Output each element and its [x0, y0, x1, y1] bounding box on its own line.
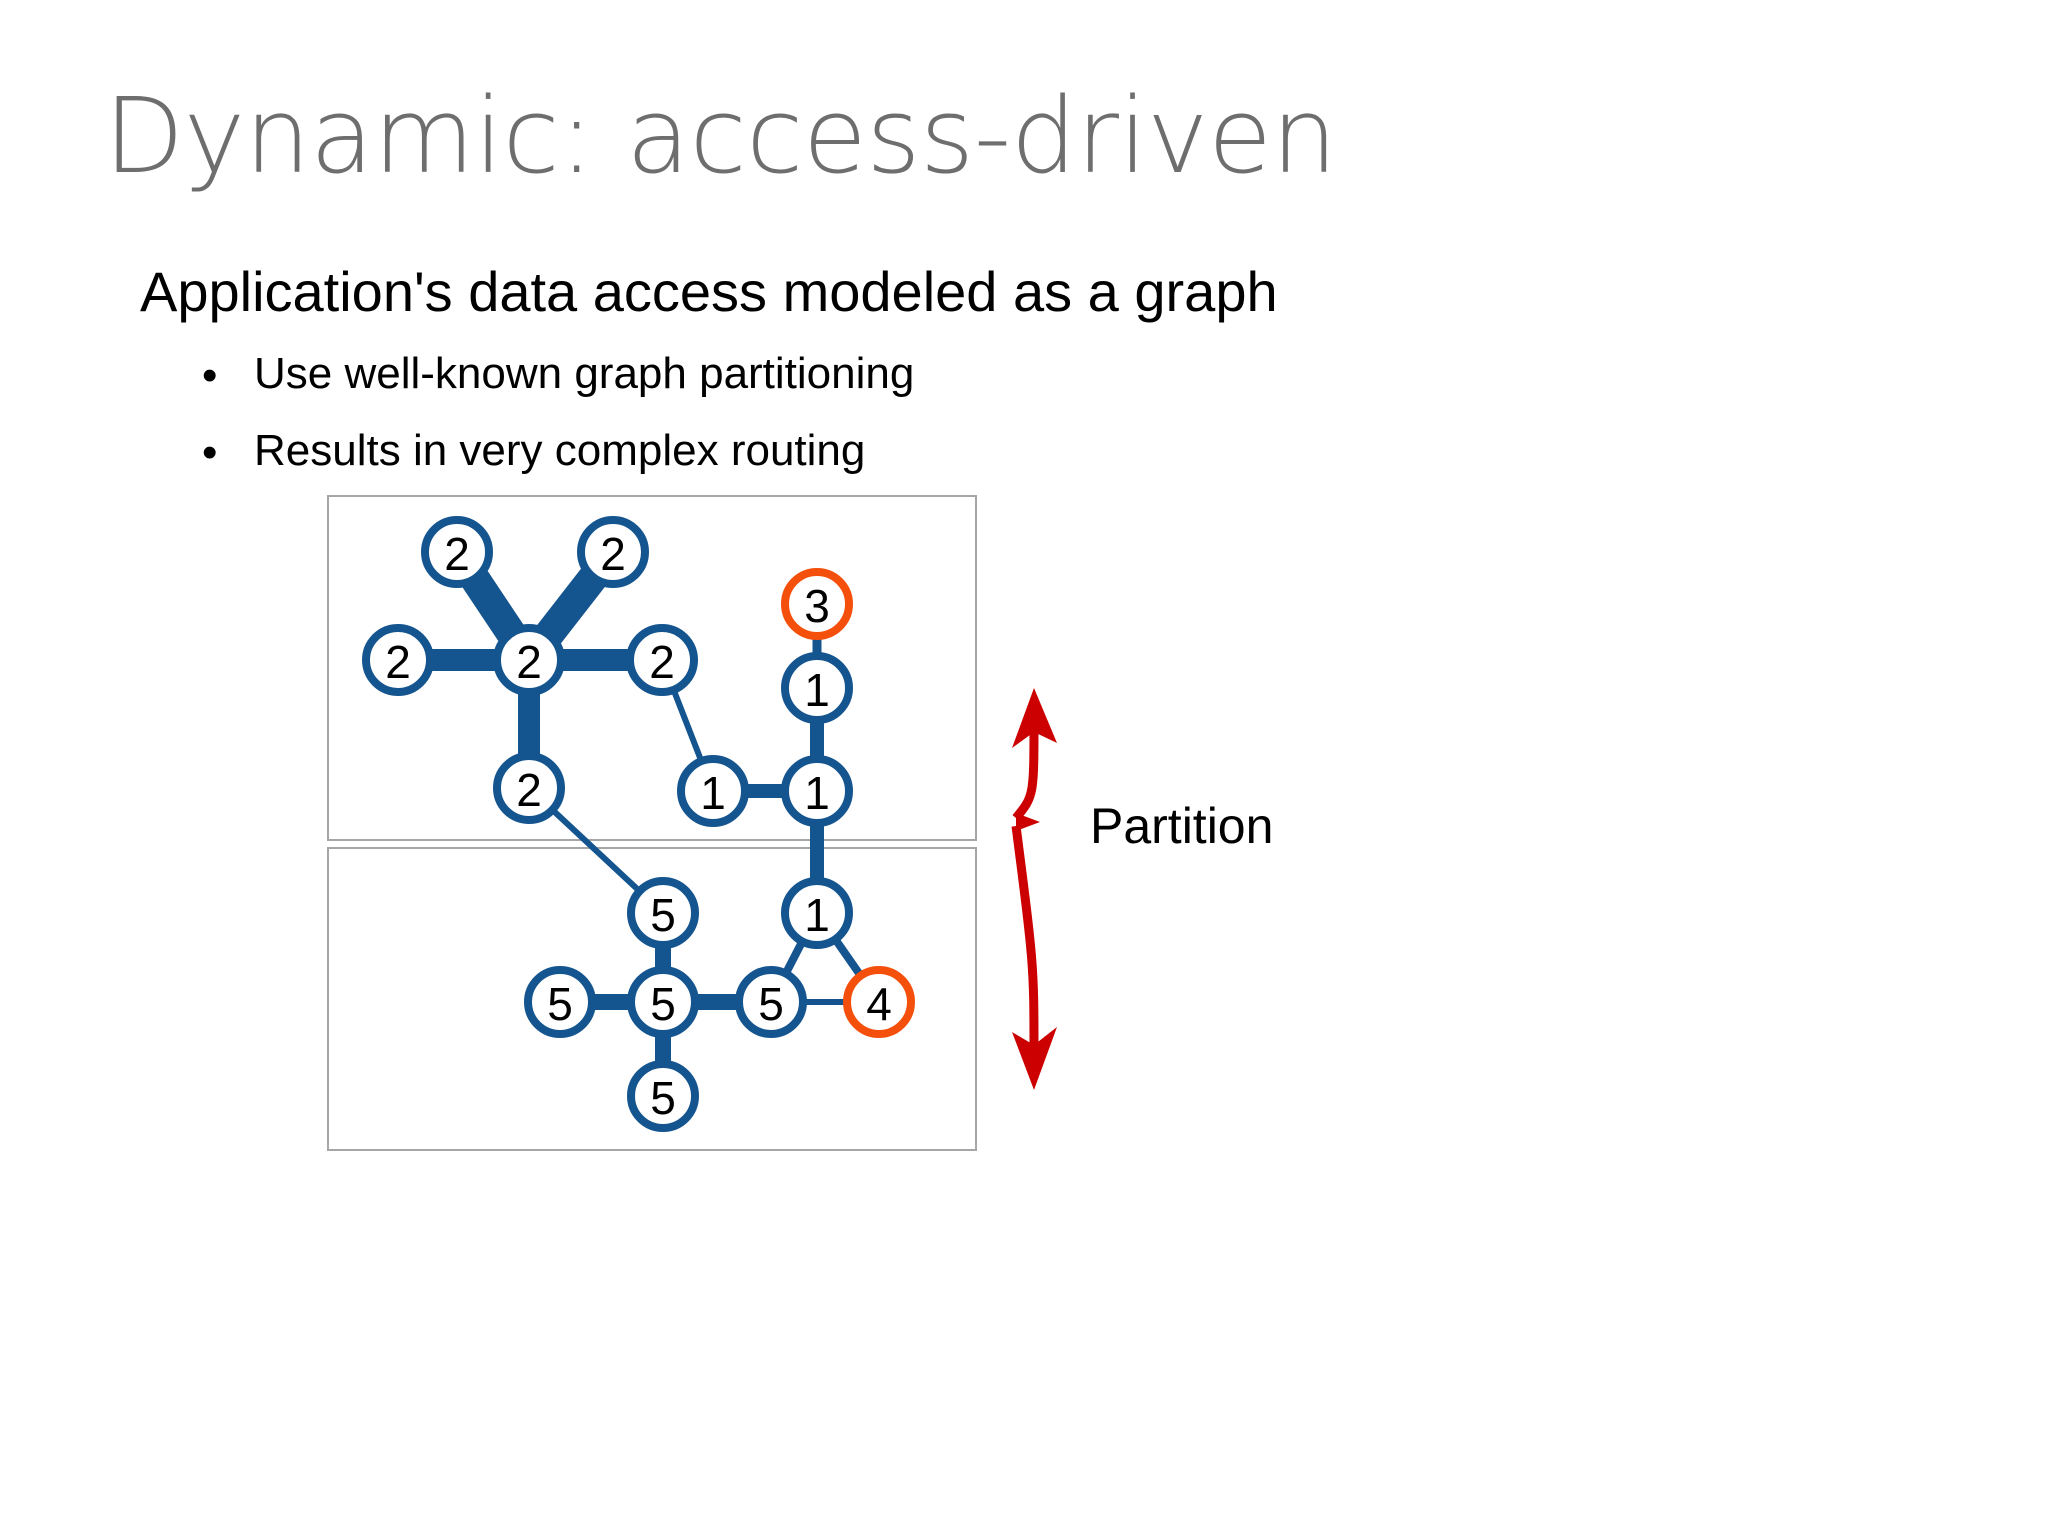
lead-statement: Application's data access modeled as a g…: [140, 260, 1278, 323]
node-label: 5: [758, 978, 784, 1030]
node-label: 5: [650, 978, 676, 1030]
graph-node[interactable]: 2: [493, 624, 565, 696]
partition-brace-tip-icon: [1016, 813, 1040, 831]
node-label: 2: [385, 636, 411, 688]
node-fill: [496, 627, 562, 693]
graph-node[interactable]: 2: [626, 624, 698, 696]
graph-node[interactable]: 2: [577, 516, 649, 588]
partition-label: Partition: [1090, 798, 1273, 854]
graph-node[interactable]: 5: [627, 966, 699, 1038]
graph-node[interactable]: 5: [627, 877, 699, 949]
node-fill: [630, 969, 696, 1035]
arrow-up-icon: [1012, 688, 1057, 748]
node-label: 2: [516, 636, 542, 688]
partition-brace-annotation: [1011, 688, 1057, 1090]
node-fill: [846, 969, 912, 1035]
node-fill: [630, 880, 696, 946]
bullet-label: Results in very complex routing: [254, 425, 866, 475]
graph-node[interactable]: 1: [781, 755, 853, 827]
arrow-down-icon: [1012, 1027, 1057, 1090]
bullet-label: Use well-known graph partitioning: [254, 349, 915, 399]
node-fill: [784, 758, 850, 824]
node-fill: [527, 969, 593, 1035]
node-label: 5: [650, 889, 676, 941]
partition-brace-icon: [1011, 717, 1039, 1057]
bullet-icon: •: [202, 427, 218, 477]
graph-node[interactable]: 5: [735, 966, 807, 1038]
partition-box: [327, 847, 977, 1151]
node-fill: [365, 627, 431, 693]
graph-node[interactable]: 3: [781, 568, 853, 640]
bullet-icon: •: [202, 351, 218, 401]
node-ring: [421, 516, 493, 588]
graph-node[interactable]: 1: [781, 652, 853, 724]
node-ring: [781, 755, 853, 827]
partition-box: [327, 495, 977, 841]
body-content: Application's data access modeled as a g…: [140, 260, 1440, 477]
node-ring: [627, 966, 699, 1038]
node-fill: [424, 519, 490, 585]
node-label: 1: [804, 889, 830, 941]
node-ring-highlight: [843, 966, 915, 1038]
node-label: 1: [804, 664, 830, 716]
node-fill: [496, 755, 562, 821]
node-fill: [784, 880, 850, 946]
list-item: • Results in very complex routing: [140, 425, 1440, 477]
node-ring: [627, 1060, 699, 1132]
node-label: 2: [649, 636, 675, 688]
node-label: 3: [804, 580, 830, 632]
node-label: 2: [600, 528, 626, 580]
graph-node[interactable]: 1: [677, 755, 749, 827]
node-ring: [781, 652, 853, 724]
node-fill: [630, 1063, 696, 1129]
graph-node[interactable]: 4: [843, 966, 915, 1038]
node-label: 2: [516, 764, 542, 816]
graph-node[interactable]: 2: [493, 752, 565, 824]
node-ring: [781, 877, 853, 949]
graph-node[interactable]: 5: [627, 1060, 699, 1132]
node-label: 5: [650, 1072, 676, 1124]
node-fill: [784, 655, 850, 721]
node-label: 4: [866, 978, 892, 1030]
node-ring: [735, 966, 807, 1038]
node-fill: [738, 969, 804, 1035]
node-fill: [580, 519, 646, 585]
node-ring: [493, 752, 565, 824]
node-ring: [677, 755, 749, 827]
node-fill: [680, 758, 746, 824]
partition-boxes: [327, 495, 977, 1151]
list-item: • Use well-known graph partitioning: [140, 349, 1440, 401]
page-title: Dynamic: access-driven: [104, 75, 1337, 197]
node-fill: [784, 571, 850, 637]
graph-node[interactable]: 2: [362, 624, 434, 696]
node-ring: [626, 624, 698, 696]
node-ring: [493, 624, 565, 696]
node-label: 1: [804, 767, 830, 819]
node-ring: [627, 877, 699, 949]
graph-node[interactable]: 5: [524, 966, 596, 1038]
graph-node[interactable]: 1: [781, 877, 853, 949]
node-label: 2: [444, 528, 470, 580]
node-ring-highlight: [781, 568, 853, 640]
node-label: 5: [547, 978, 573, 1030]
node-fill: [629, 627, 695, 693]
node-ring: [524, 966, 596, 1038]
node-ring: [362, 624, 434, 696]
node-ring: [577, 516, 649, 588]
node-label: 1: [700, 767, 726, 819]
graph-node[interactable]: 2: [421, 516, 493, 588]
